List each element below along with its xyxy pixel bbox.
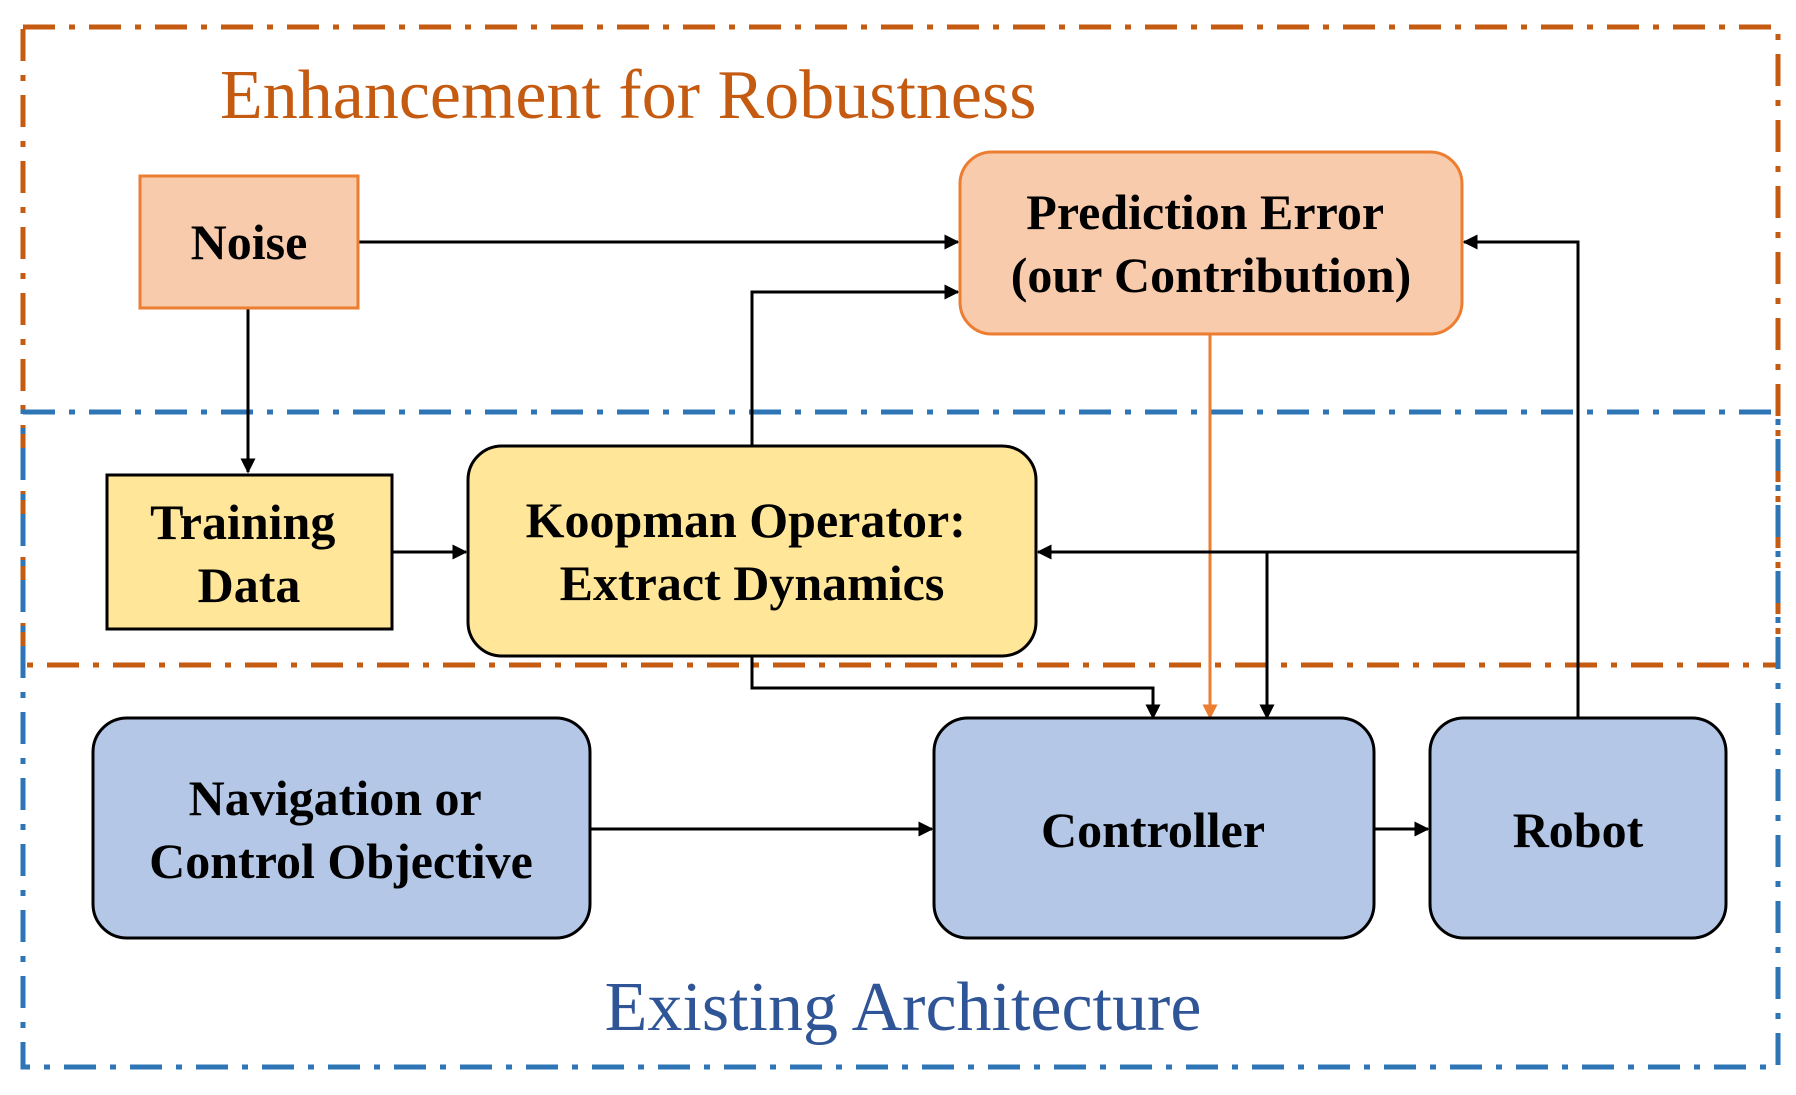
koopman-node: Koopman Operator: Extract Dynamics [466,444,1038,658]
koopman-label-line-2: Extract Dynamics [560,555,945,611]
training-data-label: Training Data [150,494,348,613]
navigation-label-line-2: Control Objective [149,833,533,889]
training-data-label-line-1: Training [150,494,335,550]
robot-label-line: Robot [1513,802,1644,858]
training-data-label-line-2: Data [198,557,301,613]
controller-label-line: Controller [1041,802,1265,858]
navigation-label-line-1: Navigation or [189,770,482,826]
noise-box [138,174,360,310]
navigation-box [91,716,592,940]
prediction-error-label-line-2: (our Contribution) [1011,247,1412,303]
robot-label: Robot [1513,802,1644,858]
prediction-error-node: Prediction Error (our Contribution) [958,150,1464,336]
robot-box [1428,716,1728,940]
navigation-node: Navigation or Control Objective [91,716,592,940]
koopman-box [466,444,1038,658]
prediction-error-label: Prediction Error (our Contribution) [1011,184,1412,303]
training-data-node: Training Data [105,473,394,631]
prediction-error-label-line-1: Prediction Error [1026,184,1384,240]
controller-box [932,716,1376,940]
koopman-label: Koopman Operator: Extract Dynamics [526,492,979,611]
prediction-error-box [958,150,1464,336]
robot-node: Robot [1428,716,1728,940]
architecture-region-title: Existing Architecture [605,969,1202,1046]
architecture-region-border [20,409,1781,1070]
edge-robot-to-prediction-error [1462,234,1580,718]
noise-label: Noise [191,214,308,270]
koopman-label-line-1: Koopman Operator: [526,492,966,548]
controller-node: Controller [932,716,1376,940]
controller-label: Controller [1041,802,1265,858]
navigation-label: Navigation or Control Objective [149,770,533,889]
edge-koopman-to-controller [750,656,1161,720]
robustness-region-border [20,24,1781,668]
edge-koopman-to-prediction-error [750,284,960,446]
noise-label-line: Noise [191,214,308,270]
robustness-region-title: Enhancement for Robustness [220,57,1036,134]
noise-node: Noise [138,174,360,310]
training-data-box [105,473,394,631]
